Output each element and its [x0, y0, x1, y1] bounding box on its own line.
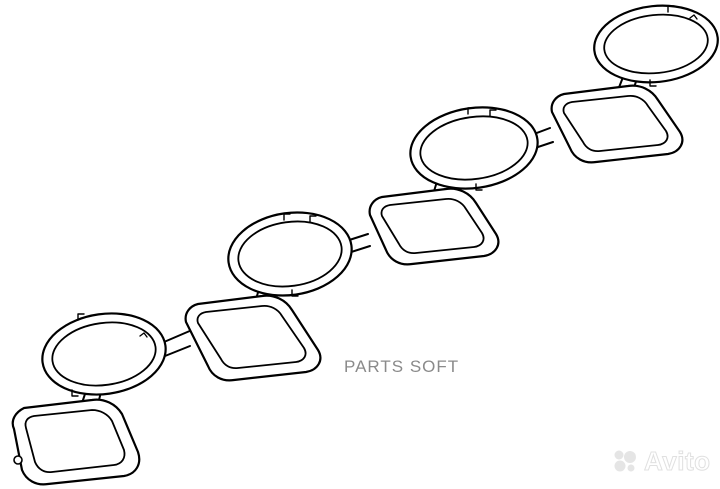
square-port-3 [368, 187, 500, 266]
watermark-text: Avito [644, 446, 711, 476]
avito-watermark: Avito [612, 446, 711, 476]
square-port-2 [184, 294, 322, 382]
round-port-1 [41, 312, 167, 397]
square-port-4 [550, 84, 684, 164]
round-port-3 [409, 106, 539, 191]
avito-logo-icon [614, 450, 636, 472]
round-port-4 [593, 4, 719, 87]
square-port-1 [11, 398, 141, 486]
round-port-2 [227, 211, 353, 297]
brand-text: PARTS SOFT [344, 357, 460, 376]
